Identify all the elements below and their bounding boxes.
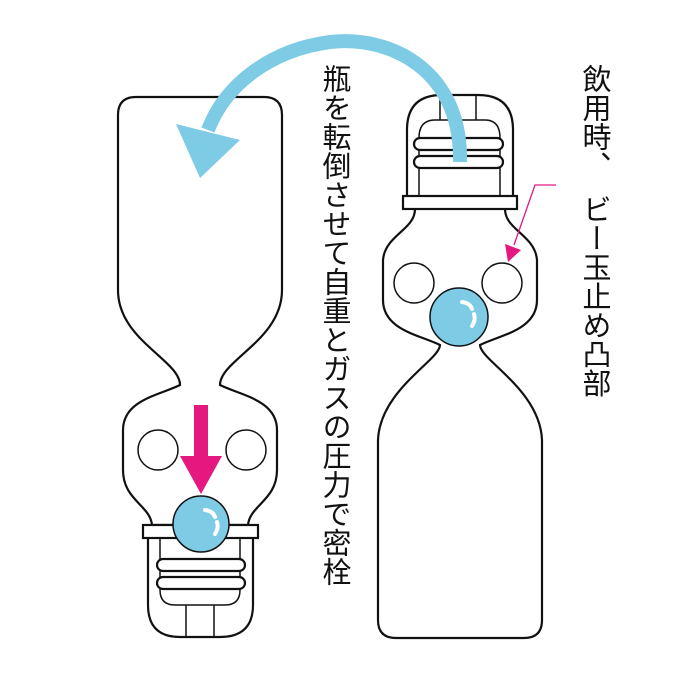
callout-line xyxy=(513,184,556,246)
thread-ring xyxy=(155,557,247,573)
marble xyxy=(172,495,230,553)
seal-direction-arrow xyxy=(180,405,222,494)
marble-highlight xyxy=(470,312,477,328)
marble-stopper-bump xyxy=(393,262,435,304)
upright-bottle-collar xyxy=(401,194,519,211)
marble xyxy=(429,287,489,347)
marble-stopper-bump xyxy=(225,429,267,471)
rotation-arrow xyxy=(176,34,468,178)
thread-ring xyxy=(155,575,247,591)
marble-highlight xyxy=(203,508,217,519)
down-arrow-head xyxy=(180,456,222,494)
down-arrow-shaft xyxy=(194,405,208,460)
caption-seal-by-inversion: 瓶を転倒させて自重とガスの圧力で密栓 xyxy=(318,64,352,586)
marble-stopper-bump xyxy=(137,429,179,471)
marble-highlight xyxy=(213,520,220,536)
callout-pointer xyxy=(505,184,556,262)
inverted-bottle xyxy=(116,95,284,639)
caption-marble-stopper: 飲用時、 ビー玉止め凸部 xyxy=(578,64,612,398)
upright-bottle xyxy=(376,93,544,640)
marble-stopper-bump xyxy=(481,262,523,304)
rotation-arrow-head xyxy=(176,124,240,178)
rotation-arrow-shaft xyxy=(201,34,468,163)
callout-arrowhead xyxy=(505,244,521,262)
marble-highlight xyxy=(460,300,474,311)
upright-bottle-body xyxy=(376,208,544,640)
